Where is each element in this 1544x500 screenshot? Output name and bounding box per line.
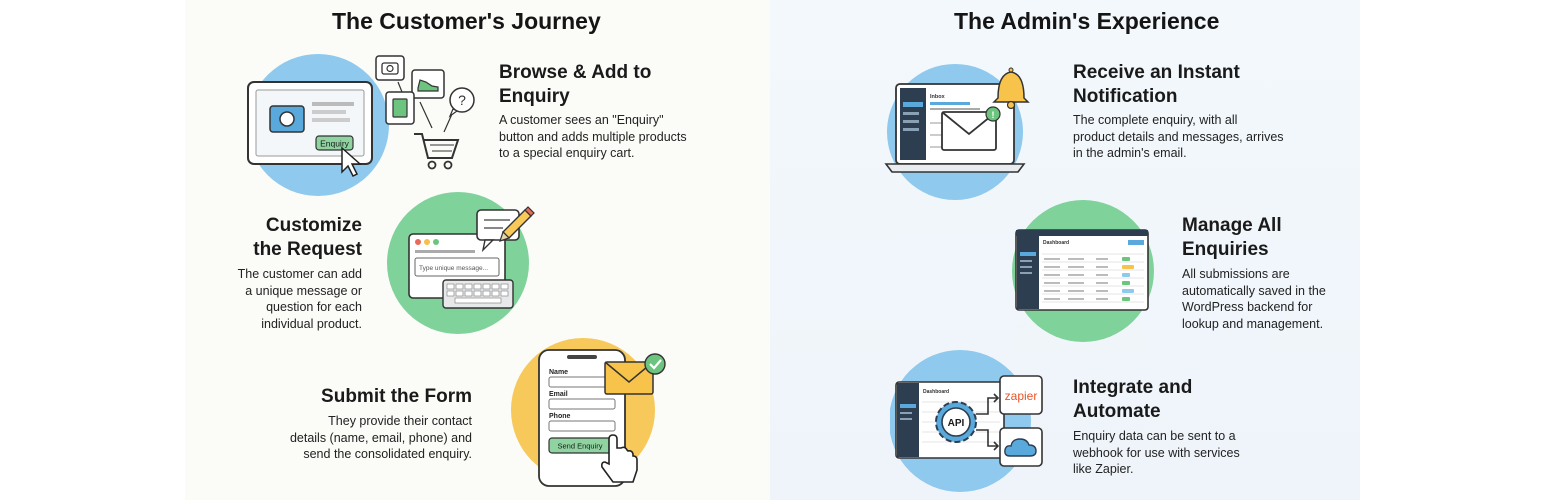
envelope-icon [941, 111, 997, 151]
step-submit-title: Submit the Form [321, 386, 472, 407]
cursor-icon [341, 146, 362, 178]
book-icon [392, 98, 408, 118]
hand-pointer-icon [601, 434, 638, 483]
submit-illustration: Name Email Phone Send Enquiry [511, 338, 666, 487]
manage-illustration: Dashboard [1012, 200, 1154, 342]
step-integrate-description: Enquiry data can be sent to a webhook fo… [1073, 429, 1240, 476]
integration-dashboard-label: Dashboard [923, 389, 949, 395]
send-enquiry-button-label: Send Enquiry [557, 442, 602, 451]
step-notification-title: Receive an Instant Notification [1073, 62, 1240, 107]
step-submit-description: They provide their contact details (name… [289, 414, 472, 461]
step-manage-description: All submissions are automatically saved … [1182, 267, 1326, 331]
envelope-icon [604, 361, 654, 395]
api-label: API [948, 418, 965, 429]
step-integrate-title: Integrate and Automate [1073, 377, 1193, 422]
step-manage-title: Manage All Enquiries [1182, 215, 1282, 260]
camera-icon [381, 62, 399, 75]
alert-icon [985, 106, 1001, 122]
notification-illustration: Inbox ! [884, 64, 1030, 200]
browse-illustration: Enquiry ? [247, 54, 475, 196]
admin-experience-title: The Admin's Experience [954, 8, 1220, 34]
field-name-label: Name [549, 369, 568, 376]
cloud-icon [1004, 438, 1037, 457]
keyboard-icon [442, 279, 514, 309]
pencil-icon [499, 206, 535, 242]
step-notification-description: The complete enquiry, with all product d… [1073, 113, 1284, 160]
field-email-label: Email [549, 391, 568, 398]
inbox-label: Inbox [930, 94, 946, 100]
gear-icon: API [935, 401, 977, 443]
shoe-icon [417, 79, 439, 92]
dashboard-label: Dashboard [1043, 240, 1069, 246]
bell-icon [992, 67, 1030, 110]
dashboard-icon: Dashboard [1015, 229, 1149, 311]
step-browse-description: A customer sees an "Enquiry" button and … [499, 113, 687, 160]
enquiry-button-label: Enquiry [320, 139, 350, 149]
svg-text:!: ! [992, 110, 995, 120]
integrate-illustration: Dashboard API zapier [890, 350, 1043, 492]
question-icon: ? [458, 92, 466, 108]
cart-icon [414, 133, 460, 170]
customer-journey-title: The Customer's Journey [332, 8, 601, 34]
step-customize-title: Customize the Request [253, 215, 362, 260]
customize-illustration: Type unique message... [387, 192, 535, 334]
step-customize-description: The customer can add a unique message or… [237, 267, 362, 331]
field-phone-label: Phone [549, 413, 570, 420]
message-input-placeholder: Type unique message... [419, 265, 488, 272]
zapier-label: zapier [1005, 389, 1038, 403]
arrow-icon [976, 393, 1000, 451]
step-browse-title: Browse & Add to Enquiry [499, 62, 652, 107]
checkmark-icon [644, 353, 666, 375]
